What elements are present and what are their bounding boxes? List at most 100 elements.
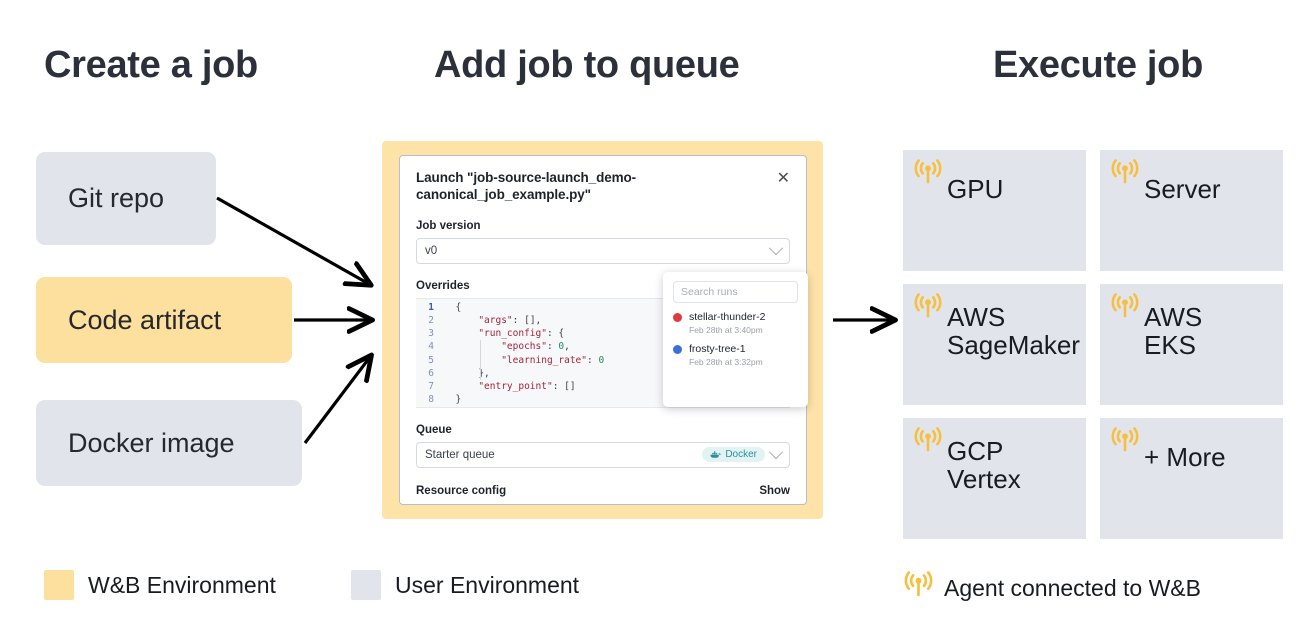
execution-target-inner: GPU: [913, 158, 1076, 204]
legend-label-wandb: W&B Environment: [88, 571, 276, 598]
launch-job-dialog: Launch "job-source-launch_demo-canonical…: [399, 155, 807, 505]
arrow-docker-image-to-queue: [303, 357, 370, 444]
code-line-text: "args": [],: [478, 314, 542, 326]
column-heading-create-a-job: Create a job: [44, 44, 258, 86]
indent-guide: [480, 339, 481, 380]
job-version-label: Job version: [416, 219, 481, 232]
execution-target-line1: AWS: [1144, 302, 1203, 332]
execution-target-label: + More: [1144, 426, 1226, 472]
queue-docker-badge: Docker: [702, 447, 765, 463]
source-box-docker-image: Docker image: [36, 400, 302, 486]
broadcast-antenna-icon: [914, 293, 942, 318]
execution-target-line1: Server: [1144, 174, 1221, 204]
execution-target-inner: + More: [1110, 426, 1273, 472]
overrides-label: Overrides: [416, 279, 470, 292]
search-runs-input[interactable]: [673, 281, 798, 303]
resource-config-row: Resource config Show: [416, 485, 790, 497]
run-item-header: frosty-tree-1: [673, 343, 798, 355]
execution-target-card: + More: [1100, 418, 1283, 539]
wandb-environment-frame: Launch "job-source-launch_demo-canonical…: [382, 141, 823, 519]
close-icon[interactable]: ✕: [776, 170, 790, 187]
run-color-dot: [673, 312, 682, 322]
dialog-title: Launch "job-source-launch_demo-canonical…: [416, 170, 637, 202]
broadcast-antenna-icon: [1111, 293, 1139, 318]
code-line-text: }: [455, 394, 462, 406]
legend-label-agent: Agent connected to W&B: [944, 574, 1201, 601]
code-line-text: {: [455, 301, 462, 313]
chevron-down-icon: [768, 240, 784, 255]
execution-target-label: Server: [1144, 158, 1221, 204]
code-line-number: 7: [428, 380, 434, 392]
execution-target-line1: AWS: [947, 302, 1006, 332]
execution-target-label: GPU: [947, 158, 1003, 204]
broadcast-antenna-icon: [913, 292, 943, 327]
code-line: 6 },: [416, 367, 790, 380]
code-line-number: 3: [428, 328, 434, 340]
code-line-text: "run_config": {: [478, 328, 565, 340]
execution-target-line1: GCP: [947, 436, 1004, 466]
legend-user-environment: User Environment: [351, 570, 579, 600]
queue-value: Starter queue: [425, 448, 495, 461]
source-box-git-repo: Git repo: [36, 152, 216, 245]
run-name: frosty-tree-1: [689, 343, 746, 355]
broadcast-antenna-icon: [1110, 292, 1140, 327]
resource-config-label: Resource config: [416, 484, 507, 497]
execution-target-card: GPU: [903, 150, 1086, 271]
run-name: stellar-thunder-2: [689, 311, 766, 323]
code-line-number: 6: [428, 367, 434, 379]
code-line: 3 "run_config": {: [416, 327, 790, 340]
code-line: 7 "entry_point": []: [416, 380, 790, 393]
broadcast-antenna-icon: [1111, 427, 1139, 452]
broadcast-antenna-icon: [1110, 426, 1140, 461]
code-line-number: 4: [428, 341, 434, 353]
broadcast-antenna-icon: [913, 158, 943, 193]
broadcast-antenna-icon: [914, 427, 942, 452]
broadcast-antenna-icon: [1110, 158, 1140, 193]
resource-config-show-button[interactable]: Show: [759, 484, 790, 497]
chevron-down-icon: [768, 444, 784, 459]
code-line: 4 "epochs": 0,: [416, 340, 790, 353]
execution-target-line1: + More: [1144, 442, 1226, 472]
run-timestamp: Feb 28th at 3:32pm: [689, 357, 763, 367]
queue-select[interactable]: Starter queue Docker: [416, 441, 790, 468]
job-version-select[interactable]: v0: [416, 237, 790, 264]
source-box-label: Git repo: [68, 183, 165, 213]
code-line-text: "entry_point": []: [478, 380, 576, 392]
legend-agent-connected: Agent connected to W&B: [903, 570, 1201, 606]
execution-target-inner: Server: [1110, 158, 1273, 204]
job-version-value: v0: [425, 244, 438, 257]
broadcast-antenna-icon: [914, 159, 942, 184]
code-line: 2 "args": [],: [416, 314, 790, 327]
column-heading-execute-job: Execute job: [993, 44, 1203, 86]
broadcast-antenna-icon: [1111, 159, 1139, 184]
code-line-number: 1: [428, 301, 434, 313]
source-box-label: Code artifact: [68, 304, 222, 335]
dialog-titlebar: Launch "job-source-launch_demo-canonical…: [416, 170, 790, 204]
code-line-number: 2: [428, 314, 434, 326]
execution-target-line2: SageMaker: [947, 329, 1080, 360]
docker-whale-icon: [710, 451, 722, 459]
queue-label: Queue: [416, 423, 452, 436]
code-line: 8 }: [416, 393, 790, 406]
execution-target-line1: GPU: [947, 174, 1004, 204]
arrow-git-repo-to-queue: [216, 196, 369, 284]
run-item-header: stellar-thunder-2: [673, 311, 798, 323]
code-line-number: 5: [428, 354, 434, 366]
docker-badge-label: Docker: [725, 449, 757, 461]
run-timestamp: Feb 28th at 3:40pm: [689, 325, 763, 335]
code-line: 5 "learning_rate": 0: [416, 354, 790, 367]
source-box-label: Docker image: [68, 427, 235, 458]
execution-target-card: Server: [1100, 150, 1283, 271]
broadcast-antenna-icon: [903, 570, 934, 606]
